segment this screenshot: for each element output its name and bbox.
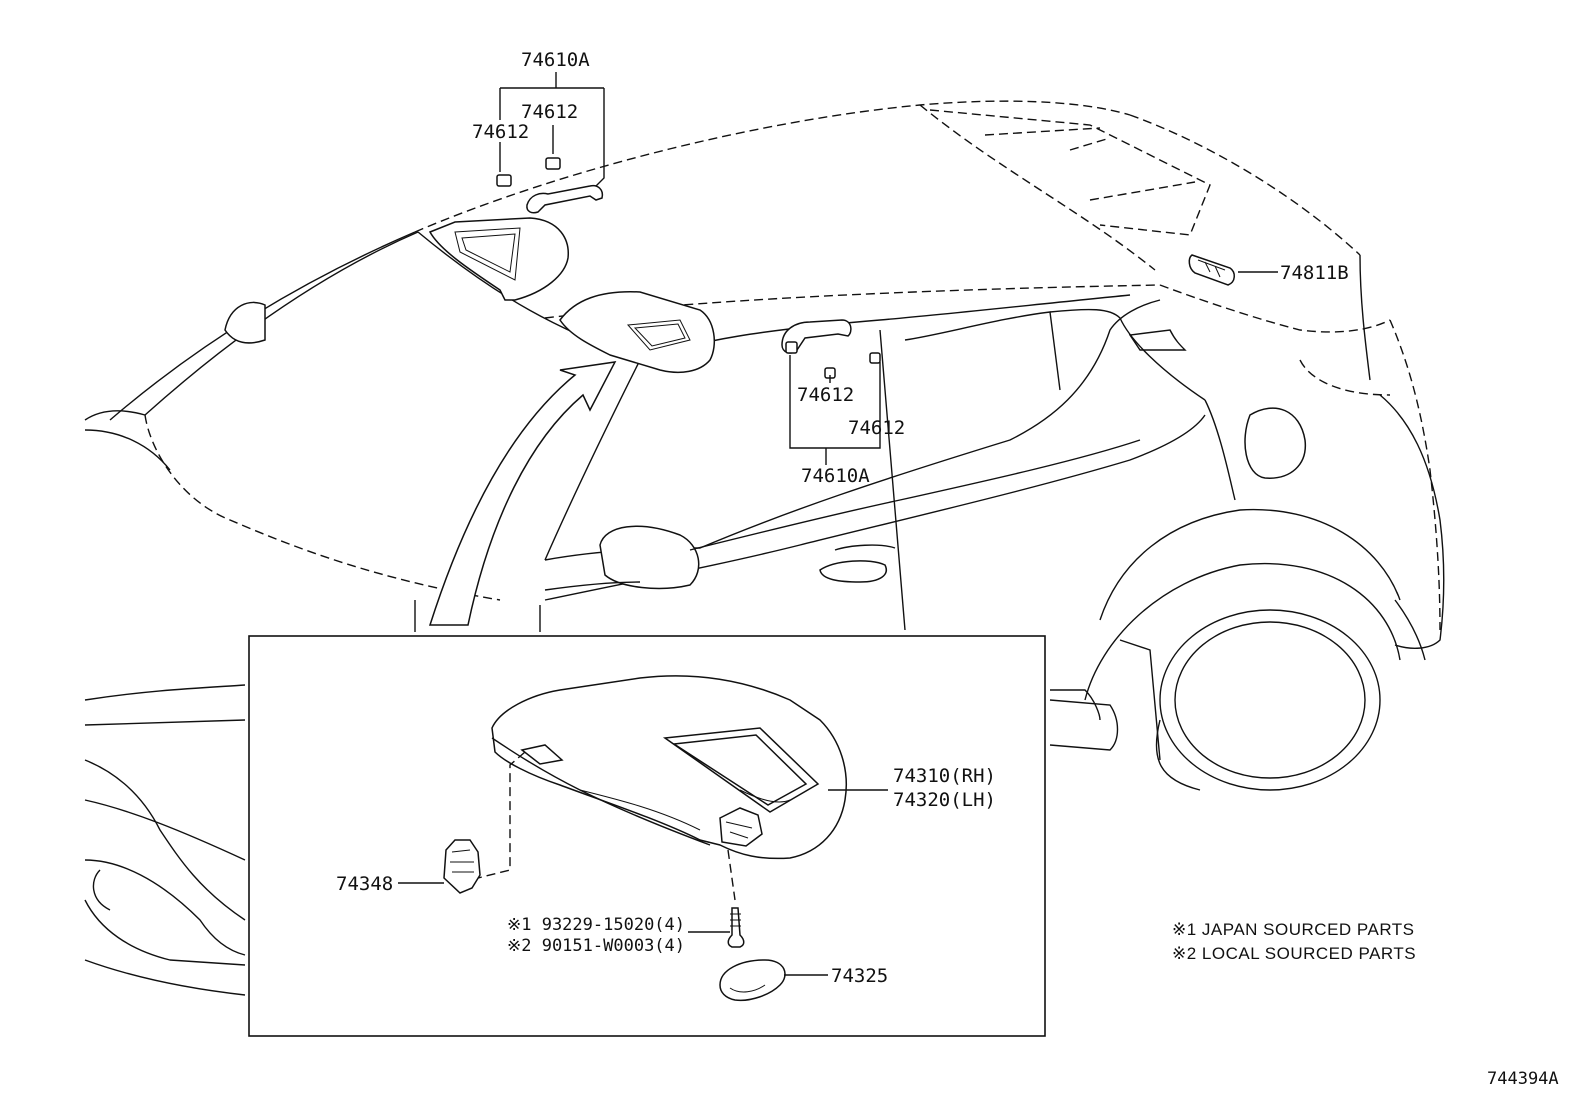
label-74612-d: 74612 bbox=[848, 417, 905, 439]
vehicle-outline bbox=[84, 100, 1445, 996]
sun-visor-detail bbox=[469, 675, 847, 901]
legend-note-2: ※2 LOCAL SOURCED PARTS bbox=[1172, 944, 1416, 963]
inset-leader-lines bbox=[398, 789, 888, 976]
visor-holder-clip bbox=[443, 839, 481, 894]
leader-lines bbox=[499, 72, 1278, 465]
sun-visor-on-car bbox=[428, 217, 716, 373]
label-90151: ※2 90151-W0003(4) bbox=[507, 936, 685, 956]
label-74612-a: 74612 bbox=[521, 101, 578, 123]
label-93229: ※1 93229-15020(4) bbox=[507, 915, 685, 935]
label-74348: 74348 bbox=[336, 873, 393, 895]
label-74610A-top: 74610A bbox=[521, 49, 590, 71]
assist-grip-front bbox=[496, 157, 604, 214]
label-74811B: 74811B bbox=[1280, 262, 1349, 284]
figure-code: 744394A bbox=[1487, 1069, 1559, 1089]
screw-cover bbox=[719, 959, 786, 1002]
map-light-rear bbox=[1188, 254, 1235, 286]
assist-grip-side bbox=[781, 319, 881, 379]
legend-note-1: ※1 JAPAN SOURCED PARTS bbox=[1172, 920, 1415, 939]
label-74610A-mid: 74610A bbox=[801, 465, 870, 487]
label-74320: 74320(LH) bbox=[893, 789, 996, 811]
label-74325: 74325 bbox=[831, 965, 888, 987]
label-74310: 74310(RH) bbox=[893, 765, 996, 787]
label-74612-b: 74612 bbox=[472, 121, 529, 143]
screw bbox=[727, 907, 745, 948]
label-74612-c: 74612 bbox=[797, 384, 854, 406]
